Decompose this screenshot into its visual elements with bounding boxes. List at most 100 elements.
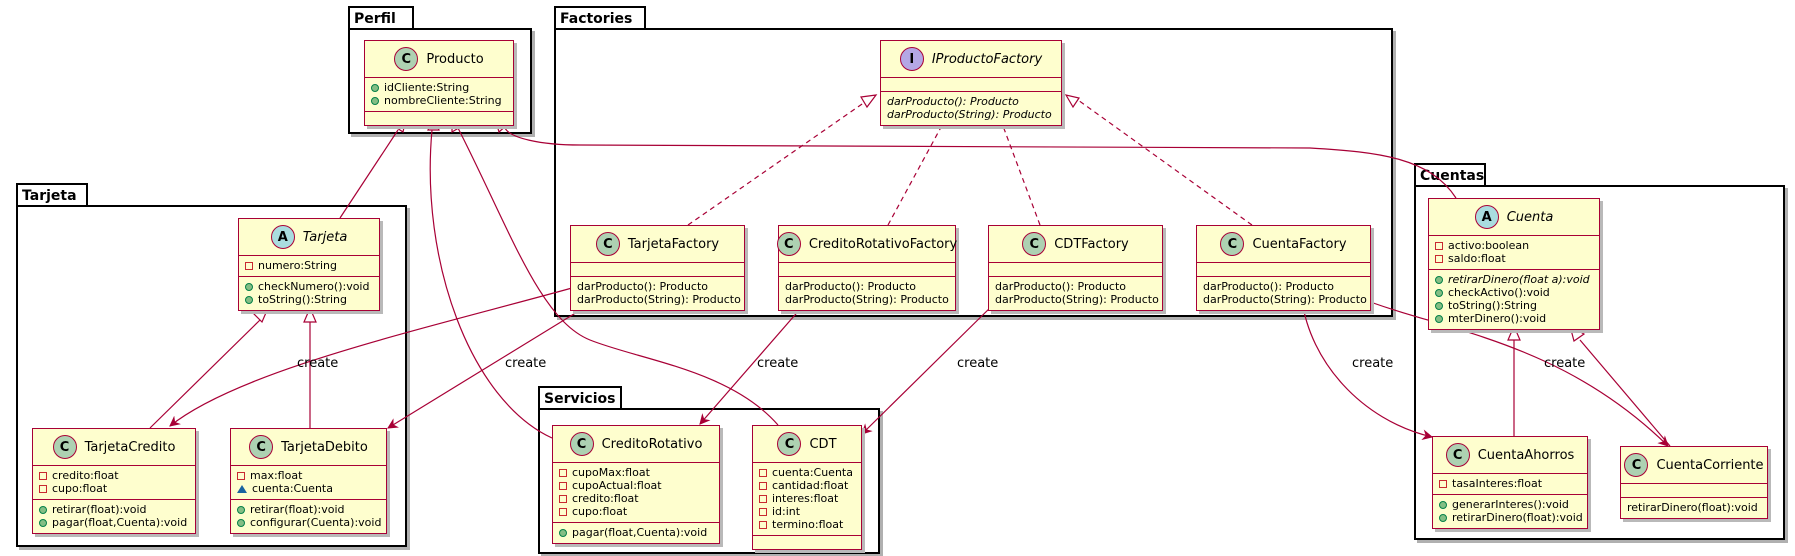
attributes-section [1197,262,1370,276]
operation: darProducto(String): Producto [785,293,949,306]
operation-text: toString():String [1448,299,1537,312]
abstract-stereotype-icon: A [1474,205,1499,229]
attributes-section [881,77,1061,91]
public-visibility-icon [559,528,567,537]
public-visibility-icon [1435,301,1443,310]
operation: retirar(float):void [39,503,189,516]
attribute-text: cupoMax:float [572,466,650,479]
private-visibility-icon [759,494,767,503]
attribute-text: activo:boolean [1448,239,1530,252]
operation-text: pagar(float,Cuenta):void [52,516,188,529]
attribute-text: credito:float [572,492,639,505]
private-visibility-icon [559,507,567,516]
class-stereotype-icon: C [249,435,274,459]
class-name: IProductoFactory [931,51,1043,67]
edge-cuentafactory-create-cuentacorriente [1359,297,1669,447]
operation-text: darProducto(): Producto [577,280,709,293]
attribute: idCliente:String [371,81,507,94]
attribute: credito:float [559,492,713,505]
edge-tarjetacredito-extends-tarjeta-head [252,306,270,324]
private-visibility-icon [39,484,47,493]
attribute-text: cupoActual:float [572,479,662,492]
operation: darProducto(String): Producto [887,108,1055,121]
operation: darProducto(): Producto [785,280,949,293]
private-visibility-icon [245,261,253,270]
class-stereotype-icon: C [1022,232,1047,256]
attribute: activo:boolean [1435,239,1593,252]
operation: checkNumero():void [245,280,373,293]
operation-text: retirarDinero(float):void [1627,501,1758,514]
attributes-section [989,262,1162,276]
public-visibility-icon [1435,314,1443,323]
attribute: cantidad:float [759,479,855,492]
attribute-text: idCliente:String [384,81,470,94]
package-factories-tab: Factories [554,6,646,30]
attribute-text: saldo:float [1448,252,1506,265]
attribute: id:int [759,505,855,518]
edge-cuentafactory-implements-head [1064,94,1080,109]
private-visibility-icon [1435,241,1443,250]
attribute: cupoMax:float [559,466,713,479]
private-visibility-icon [39,471,47,480]
attribute-text: nombreCliente:String [384,94,502,107]
create-label: create [957,356,999,371]
class-stereotype-icon: C [776,232,801,256]
operation: retirar(float):void [237,503,380,516]
class-header: C TarjetaDebito [231,429,386,465]
attributes-section [571,262,744,276]
operation-text: darProducto(): Producto [785,280,917,293]
operation-text: darProducto(String): Producto [577,293,741,306]
class-name: CuentaCorriente [1656,457,1764,473]
operation-text: retirarDinero(float):void [1452,511,1583,524]
public-visibility-icon [1435,288,1443,297]
operation: toString():String [1435,299,1593,312]
attribute-text: termino:float [772,518,844,531]
package-perfil-label: Perfil [354,11,396,27]
operation: checkActivo():void [1435,286,1593,299]
edge-cuentafactory-implements [1077,99,1253,226]
operation-text: darProducto(String): Producto [1203,293,1367,306]
package-servicios-tab: Servicios [538,386,622,410]
operation-text: retirarDinero(float a):void [1448,273,1590,286]
attribute-text: credito:float [52,469,119,482]
create-label: create [1352,356,1394,371]
attribute: numero:String [245,259,373,272]
public-visibility-icon [371,83,379,92]
edge-cuentaahorros-extends-cuenta-head [1507,324,1521,341]
public-visibility-icon [245,295,253,304]
attribute: cupo:float [39,482,189,495]
class-name: TarjetaDebito [281,439,368,455]
public-visibility-icon [1439,500,1447,509]
attribute-text: cupo:float [52,482,108,495]
class-stereotype-icon: C [52,435,77,459]
operation-text: darProducto(String): Producto [995,293,1159,306]
